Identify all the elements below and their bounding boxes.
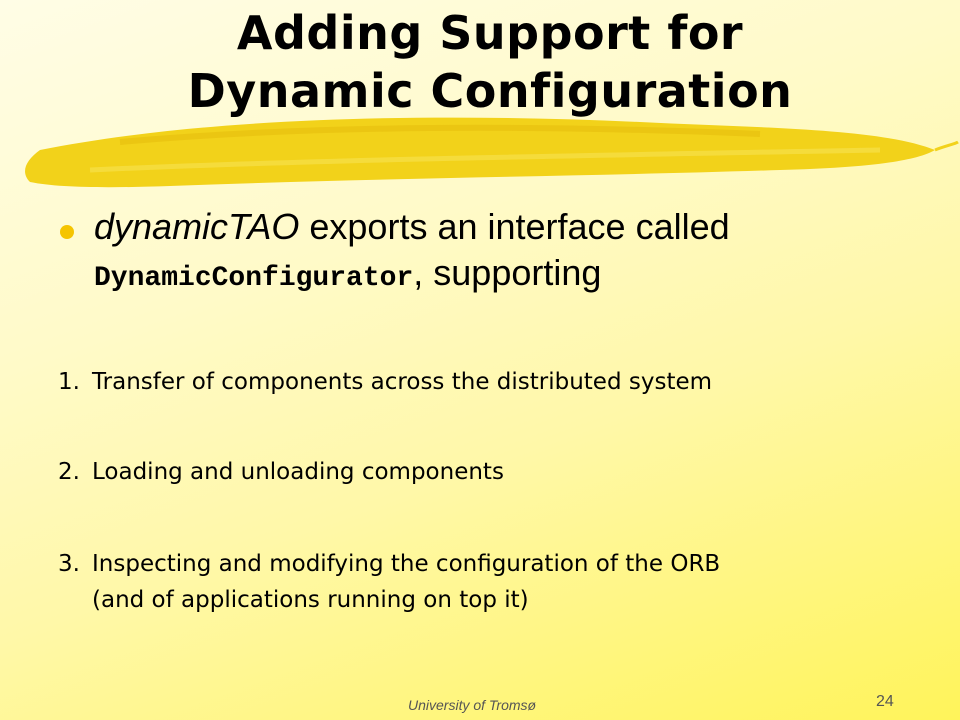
bullet-text: dynamicTAO exports an interface called D… xyxy=(94,204,914,302)
title-line-1: Adding Support for xyxy=(236,6,744,60)
bullet-dot-icon xyxy=(60,225,74,239)
list-item-continuation: (and of applications running on top it) xyxy=(92,587,529,613)
slide-title: Adding Support for Dynamic Configuration xyxy=(80,4,900,120)
list-item-number: 3. xyxy=(58,551,80,577)
list-item-text: Transfer of components across the distri… xyxy=(92,369,713,395)
list-item-text: Inspecting and modifying the configurati… xyxy=(92,551,721,577)
list-item-number: 2. xyxy=(58,459,80,485)
footer-institution: University of Tromsø xyxy=(408,697,537,713)
list-item-1: 1. Transfer of components across the dist… xyxy=(58,364,898,400)
bullet-text-before-code: exports an interface called xyxy=(299,206,730,247)
page-number: 24 xyxy=(876,693,894,710)
list-item-number: 1. xyxy=(58,369,80,395)
list-item-text: Loading and unloading components xyxy=(92,459,504,485)
bullet-emphasis: dynamicTAO xyxy=(94,206,300,247)
bullet-code: DynamicConfigurator xyxy=(94,263,414,294)
list-item-2: 2. Loading and unloading components xyxy=(58,454,898,490)
bullet-text-after-code: , supporting xyxy=(413,252,602,293)
list-item-3: 3. Inspecting and modifying the configura… xyxy=(58,546,898,618)
title-line-2: Dynamic Configuration xyxy=(187,64,793,118)
